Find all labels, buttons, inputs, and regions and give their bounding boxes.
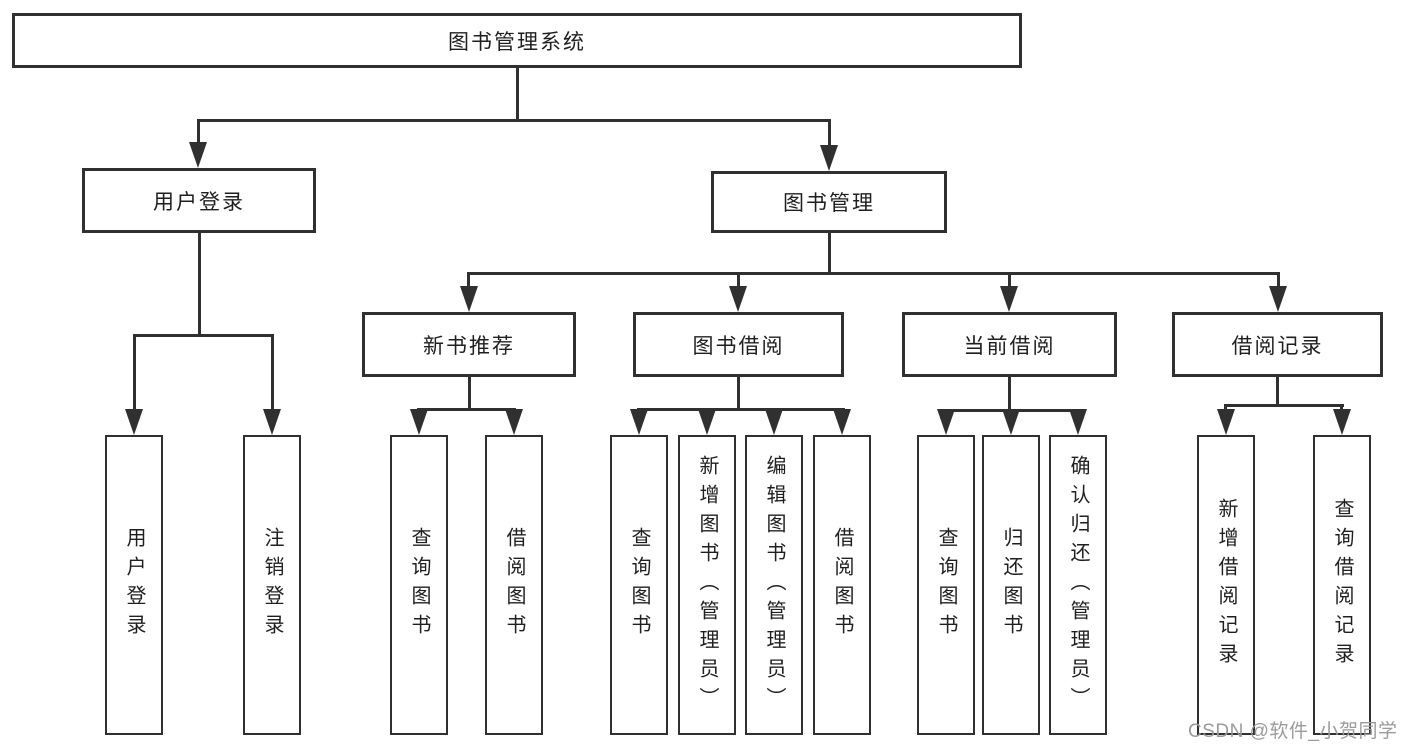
node-label: 借阅图书 bbox=[503, 527, 525, 643]
leaf-current-return-books: 归还图书 bbox=[982, 435, 1040, 735]
connector-vline bbox=[1276, 377, 1279, 407]
connector-hline bbox=[133, 334, 274, 337]
arrowhead-down-icon bbox=[937, 409, 955, 435]
arrowhead-down-icon bbox=[1217, 409, 1235, 435]
connector-vline bbox=[1277, 272, 1280, 290]
node-label: 归还图书 bbox=[1000, 527, 1022, 643]
connector-vline bbox=[737, 377, 740, 411]
connector-vline bbox=[198, 233, 201, 335]
node-borrowing-records: 借阅记录 bbox=[1172, 312, 1383, 377]
leaf-borrow-query-books: 查询图书 bbox=[610, 435, 668, 735]
node-label: 查询借阅记录 bbox=[1331, 498, 1353, 672]
connector-vline bbox=[737, 272, 740, 290]
node-label: 图书管理系统 bbox=[448, 30, 586, 54]
arrowhead-down-icon bbox=[125, 409, 143, 435]
node-label: 确认归还（管理员） bbox=[1067, 454, 1089, 716]
node-label: 借阅记录 bbox=[1231, 334, 1324, 358]
leaf-borrow-edit-books-admin: 编辑图书（管理员） bbox=[745, 435, 803, 735]
node-label: 查询图书 bbox=[935, 527, 957, 643]
arrowhead-down-icon bbox=[698, 409, 716, 435]
arrowhead-down-icon bbox=[630, 409, 648, 435]
leaf-user-login: 用户登录 bbox=[105, 435, 163, 735]
arrowhead-down-icon bbox=[460, 286, 478, 312]
arrowhead-down-icon bbox=[1000, 286, 1018, 312]
connector-hline bbox=[1224, 404, 1344, 407]
node-label: 新增图书（管理员） bbox=[696, 454, 718, 716]
leaf-record-add-borrow-record: 新增借阅记录 bbox=[1197, 435, 1255, 735]
node-new-book-recommendation: 新书推荐 bbox=[362, 312, 576, 377]
connector-vline bbox=[1008, 272, 1011, 290]
arrowhead-down-icon bbox=[833, 409, 851, 435]
node-user-login: 用户登录 bbox=[82, 168, 316, 233]
node-book-management: 图书管理 bbox=[711, 171, 947, 233]
node-library-management-system: 图书管理系统 bbox=[12, 13, 1022, 68]
connector-vline bbox=[133, 334, 136, 412]
csdn-watermark: CSDN @软件_小贺同学 bbox=[1188, 721, 1398, 742]
node-current-borrowing: 当前借阅 bbox=[902, 312, 1117, 377]
connector-vline bbox=[468, 377, 471, 411]
node-label: 查询图书 bbox=[408, 527, 430, 643]
leaf-current-query-books: 查询图书 bbox=[917, 435, 975, 735]
arrowhead-down-icon bbox=[1333, 409, 1351, 435]
connector-vline bbox=[197, 119, 200, 149]
node-label: 用户登录 bbox=[123, 527, 145, 643]
connector-hline bbox=[417, 408, 516, 411]
arrowhead-down-icon bbox=[1002, 409, 1020, 435]
connector-vline bbox=[1008, 377, 1011, 412]
connector-vline bbox=[467, 272, 470, 290]
node-label: 当前借阅 bbox=[963, 334, 1056, 358]
connector-vline bbox=[828, 119, 831, 151]
leaf-record-query-borrow-record: 查询借阅记录 bbox=[1313, 435, 1371, 735]
node-label: 借阅图书 bbox=[831, 527, 853, 643]
leaf-current-confirm-return-admin: 确认归还（管理员） bbox=[1049, 435, 1107, 735]
arrowhead-down-icon bbox=[263, 409, 281, 435]
node-label: 编辑图书（管理员） bbox=[763, 454, 785, 716]
leaf-borrow-borrow-books: 借阅图书 bbox=[813, 435, 871, 735]
connector-vline bbox=[516, 68, 519, 120]
leaf-borrow-add-books-admin: 新增图书（管理员） bbox=[678, 435, 736, 735]
connector-vline bbox=[271, 334, 274, 412]
leaf-logout: 注销登录 bbox=[243, 435, 301, 735]
node-label: 注销登录 bbox=[261, 527, 283, 643]
connector-hline bbox=[467, 272, 1280, 275]
arrowhead-down-icon bbox=[1069, 409, 1087, 435]
connector-hline bbox=[637, 408, 845, 411]
arrowhead-down-icon bbox=[765, 409, 783, 435]
leaf-recommend-borrow-books: 借阅图书 bbox=[485, 435, 543, 735]
node-label: 图书管理 bbox=[783, 192, 875, 215]
node-label: 新增借阅记录 bbox=[1215, 498, 1237, 672]
arrowhead-down-icon bbox=[1269, 286, 1287, 312]
node-label: 图书借阅 bbox=[692, 334, 785, 358]
node-label: 查询图书 bbox=[628, 527, 650, 643]
node-label: 用户登录 bbox=[153, 190, 245, 214]
arrowhead-down-icon bbox=[820, 145, 838, 171]
arrowhead-down-icon bbox=[189, 142, 207, 168]
leaf-recommend-query-books: 查询图书 bbox=[390, 435, 448, 735]
node-book-borrowing: 图书借阅 bbox=[633, 312, 844, 377]
arrowhead-down-icon bbox=[729, 286, 747, 312]
arrowhead-down-icon bbox=[505, 409, 523, 435]
connector-hline bbox=[197, 119, 831, 122]
connector-vline bbox=[828, 233, 831, 275]
node-label: 新书推荐 bbox=[423, 334, 515, 358]
arrowhead-down-icon bbox=[410, 409, 428, 435]
